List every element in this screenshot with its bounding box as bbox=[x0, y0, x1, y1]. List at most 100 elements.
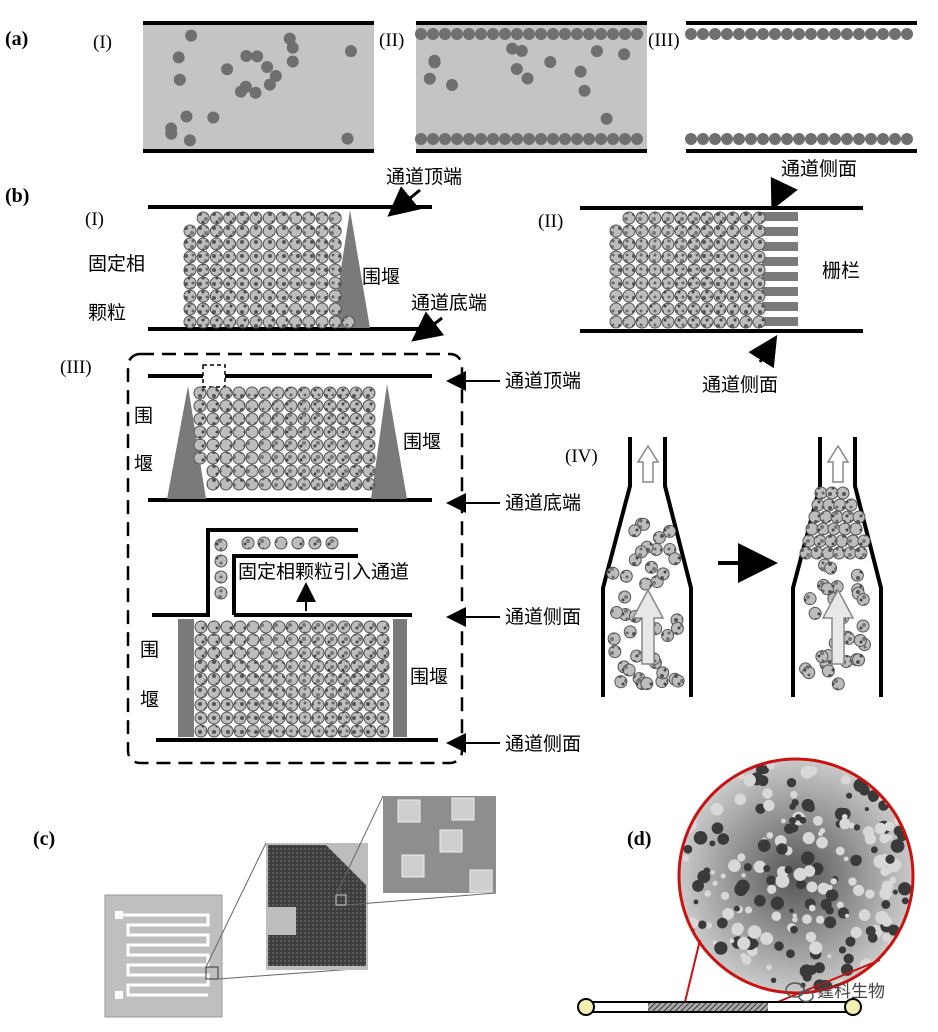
particle bbox=[302, 289, 316, 303]
particle bbox=[246, 698, 260, 712]
particle bbox=[194, 711, 208, 725]
particle bbox=[515, 44, 528, 57]
particle bbox=[739, 224, 753, 238]
particle bbox=[246, 672, 260, 686]
particle bbox=[271, 412, 285, 426]
particle bbox=[350, 633, 364, 647]
particle bbox=[854, 546, 868, 560]
particle bbox=[172, 51, 185, 64]
porous-grain bbox=[868, 793, 878, 803]
particle bbox=[618, 48, 631, 61]
particle bbox=[739, 276, 753, 290]
particle bbox=[344, 45, 357, 58]
dispersed-particles bbox=[423, 42, 631, 125]
particle bbox=[814, 486, 828, 500]
particle bbox=[246, 711, 260, 725]
porous-grain bbox=[892, 976, 898, 982]
particle bbox=[310, 464, 324, 478]
porous-grain bbox=[843, 953, 854, 964]
particle bbox=[232, 464, 246, 478]
particle bbox=[232, 451, 246, 465]
micropillar-array bbox=[268, 845, 366, 966]
particle bbox=[285, 646, 299, 660]
particle bbox=[206, 464, 220, 478]
porous-grain bbox=[802, 914, 812, 925]
particle bbox=[207, 646, 221, 660]
porous-grain bbox=[767, 884, 777, 895]
particle bbox=[661, 237, 675, 251]
particle bbox=[223, 315, 237, 329]
particle bbox=[297, 438, 311, 452]
particle bbox=[726, 224, 740, 238]
particle bbox=[793, 28, 805, 40]
particle bbox=[232, 412, 246, 426]
porous-grain bbox=[766, 964, 772, 971]
flow-arrow-hollow bbox=[631, 588, 665, 665]
particle bbox=[232, 386, 246, 400]
particle bbox=[249, 289, 263, 303]
particle bbox=[324, 672, 338, 686]
particle bbox=[194, 698, 208, 712]
label-particle-inlet: 固定相颗粒引入通道 bbox=[238, 561, 410, 583]
callout-line bbox=[767, 959, 881, 1007]
particle bbox=[661, 315, 675, 329]
packed-stationary-particles bbox=[609, 211, 766, 329]
porous-grain bbox=[852, 884, 865, 896]
label-weir-vertical-1: 围 bbox=[134, 405, 154, 427]
particle bbox=[246, 659, 260, 673]
particle bbox=[853, 133, 865, 145]
porous-grain bbox=[763, 799, 775, 812]
particle bbox=[328, 250, 342, 264]
particle bbox=[635, 250, 649, 264]
particle bbox=[635, 224, 649, 238]
porous-grain bbox=[827, 954, 832, 959]
particle bbox=[262, 224, 276, 238]
porous-grain bbox=[802, 972, 812, 982]
particle bbox=[311, 711, 325, 725]
particle bbox=[841, 28, 853, 40]
particle bbox=[223, 302, 237, 316]
porous-grain bbox=[792, 913, 797, 918]
particle bbox=[262, 211, 276, 225]
particle bbox=[271, 464, 285, 478]
particle bbox=[233, 620, 247, 634]
particle bbox=[194, 659, 208, 673]
particle bbox=[246, 724, 260, 738]
particle bbox=[194, 724, 208, 738]
porous-grain bbox=[753, 860, 766, 873]
label-weir: 围堰 bbox=[410, 666, 449, 688]
particle bbox=[328, 211, 342, 225]
porous-grain bbox=[709, 840, 716, 847]
particle bbox=[311, 620, 325, 634]
particle bbox=[219, 386, 233, 400]
particle bbox=[302, 224, 316, 238]
particle bbox=[487, 28, 499, 40]
particle bbox=[220, 698, 234, 712]
particle bbox=[376, 672, 390, 686]
particle bbox=[843, 546, 857, 560]
particle bbox=[272, 685, 286, 699]
particle bbox=[752, 315, 766, 329]
particle bbox=[289, 250, 303, 264]
particle bbox=[297, 451, 311, 465]
porous-grain bbox=[734, 882, 748, 897]
flow-arrow-hollow bbox=[636, 444, 660, 483]
label-channel-side: 通道侧面 bbox=[781, 158, 858, 180]
particle bbox=[328, 302, 342, 316]
particle bbox=[271, 425, 285, 439]
particle bbox=[499, 28, 511, 40]
porous-grain bbox=[820, 898, 832, 911]
particle bbox=[687, 224, 701, 238]
porous-grain bbox=[838, 946, 847, 954]
particle bbox=[631, 28, 643, 40]
particle bbox=[275, 237, 289, 251]
particle bbox=[310, 386, 324, 400]
particle bbox=[752, 211, 766, 225]
particle bbox=[607, 28, 619, 40]
particle bbox=[752, 224, 766, 238]
particle bbox=[193, 451, 207, 465]
porous-grain bbox=[693, 831, 708, 845]
particle bbox=[439, 133, 451, 145]
particle bbox=[236, 263, 250, 277]
particle bbox=[298, 633, 312, 647]
